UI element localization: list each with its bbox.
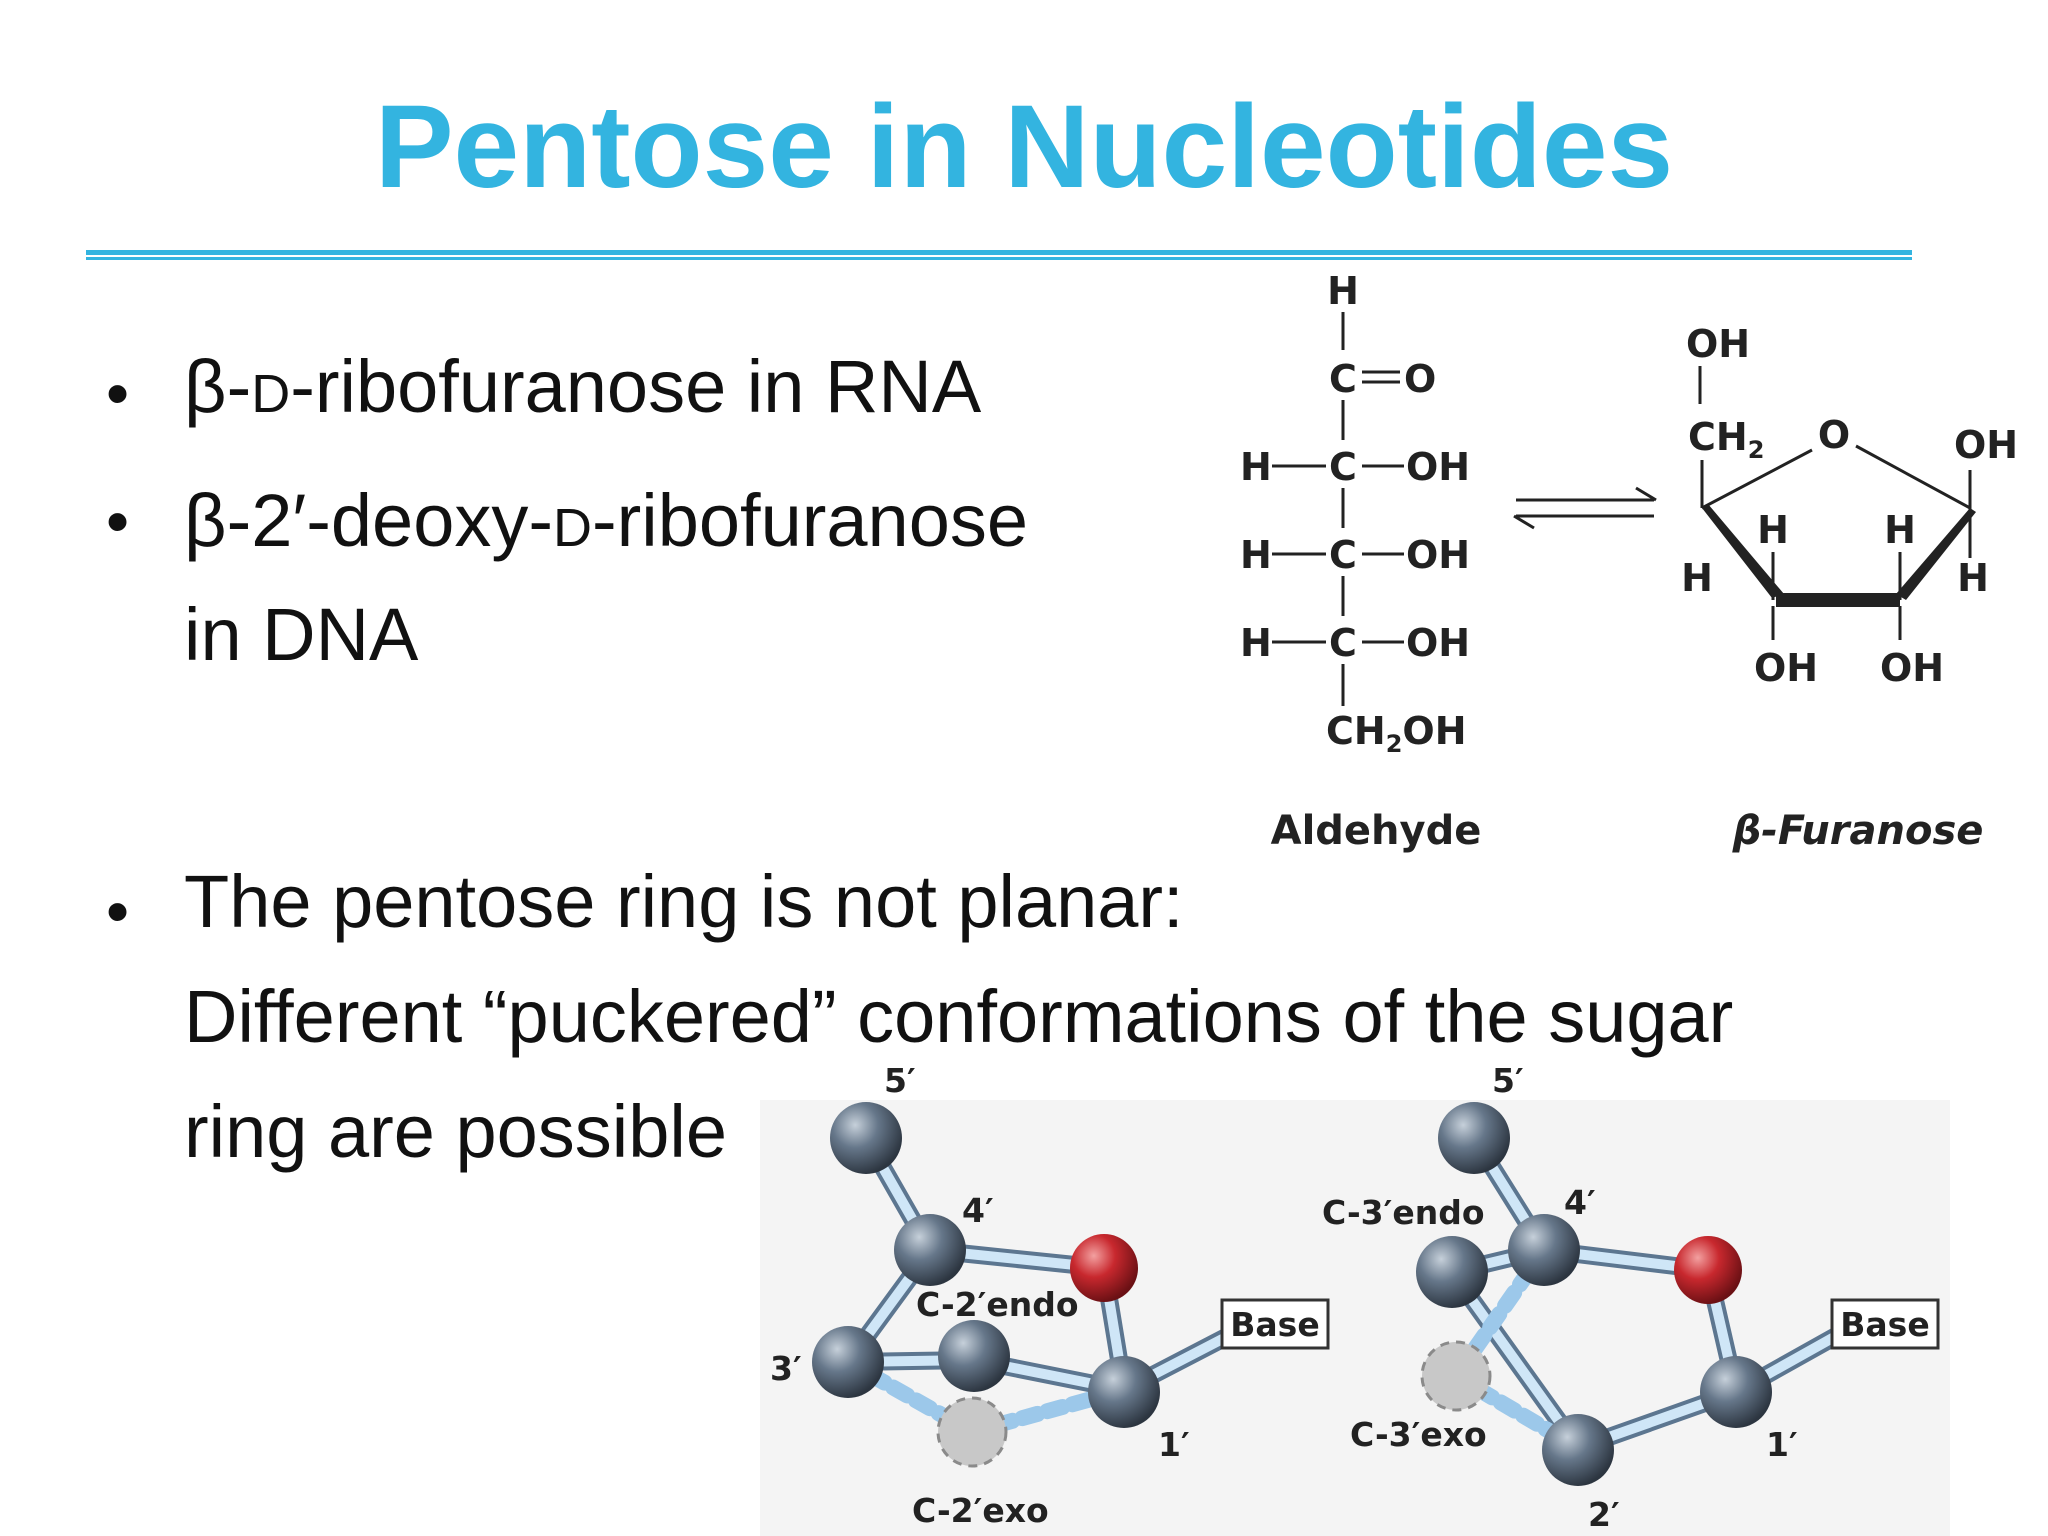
atom-c3 — [812, 1326, 884, 1398]
ch-part: CH — [1326, 709, 1386, 753]
aldehyde-structure: H C O H C OH H C OH H C OH CH2OH Aldehyd… — [1240, 269, 1481, 854]
oh-part: OH — [1402, 709, 1466, 753]
atom-c5 — [1438, 1102, 1510, 1174]
aldehyde-caption: Aldehyde — [1271, 808, 1482, 854]
bullet-rna: β-D-ribofuranose in RNA — [184, 350, 981, 424]
atom-c3-endo — [1416, 1236, 1488, 1308]
atom-ch2oh: CH2OH — [1326, 709, 1467, 758]
atom-o: O — [1818, 413, 1850, 457]
bullet-pucker-line1: The pentose ring is not planar: — [184, 860, 1184, 943]
atom-oh: OH — [1406, 445, 1470, 489]
label-1prime: 1′ — [1158, 1425, 1190, 1464]
furanose-caption: β-Furanose — [1732, 808, 1984, 854]
label-4prime: 4′ — [962, 1191, 994, 1230]
atom-c5 — [830, 1102, 902, 1174]
bullet-pucker-line3: ring are possible — [184, 1090, 727, 1173]
atom-o4 — [1674, 1236, 1742, 1304]
label-1prime: 1′ — [1766, 1425, 1798, 1464]
bullet-marker: • — [106, 356, 130, 430]
atom-h: H — [1240, 445, 1272, 489]
atom-c: C — [1329, 533, 1357, 577]
atom-c: C — [1329, 621, 1357, 665]
atom-c2 — [1542, 1414, 1614, 1486]
ring-bond — [1701, 448, 1813, 510]
reverse-arrow-head — [1513, 514, 1535, 530]
forward-arrow-head — [1635, 486, 1657, 502]
atom-oh: OH — [1406, 533, 1470, 577]
subscript-2: 2 — [1748, 436, 1765, 464]
atom-c3-exo-ghost — [1420, 1340, 1492, 1412]
bullet-dna: β-2′-deoxy-D-ribofuranose — [184, 484, 1028, 558]
atom-h: H — [1681, 556, 1713, 600]
bullet-rna-prefix: β- — [184, 345, 252, 428]
label-c2-exo: C-2′exo — [912, 1491, 1049, 1530]
atom-o4 — [1070, 1234, 1138, 1302]
atom-h: H — [1957, 556, 1989, 600]
atom-oh: OH — [1406, 621, 1470, 665]
bullet-dna-suffix: -ribofuranose — [592, 479, 1029, 562]
label-3prime: 3′ — [770, 1349, 802, 1388]
atom-oh: OH — [1880, 646, 1944, 690]
bullet-dna-smallcaps: D — [553, 498, 592, 558]
furanose-structure: OH CH2 O H OH H H H OH OH β-Furanose — [1681, 322, 2018, 854]
ring-bond — [1855, 444, 1971, 510]
atom-c2-endo — [938, 1320, 1010, 1392]
model-c2-endo: 5′ 4′ 3′ 1′ C-2′endo C-2′exo Base — [760, 1061, 1350, 1536]
atom-c: C — [1329, 445, 1357, 489]
atom-h: H — [1757, 508, 1789, 552]
atom-oh: OH — [1954, 423, 2018, 467]
atom-h: H — [1884, 508, 1916, 552]
base-box — [1220, 1298, 1330, 1350]
atom-c4 — [1508, 1214, 1580, 1286]
atom-o: O — [1404, 357, 1436, 401]
ring-wedge-left — [1702, 504, 1784, 598]
label-c3-endo: C-3′endo — [1322, 1193, 1485, 1232]
atom-c1 — [1700, 1356, 1772, 1428]
ring-wedge-right — [1896, 508, 1976, 600]
atom-h: H — [1327, 269, 1359, 313]
atom-ch2: CH2 — [1688, 415, 1764, 464]
atom-c4 — [894, 1214, 966, 1286]
slide-title: Pentose in Nucleotides — [374, 81, 1674, 213]
label-4prime: 4′ — [1564, 1183, 1596, 1222]
model-c3-endo: 5′ 4′ 2′ 1′ C-3′endo C-3′exo Base — [1322, 1061, 1950, 1536]
label-base: Base — [1840, 1305, 1929, 1344]
atom-h: H — [1240, 621, 1272, 665]
atom-oh: OH — [1686, 322, 1750, 366]
atom-c2-exo-ghost — [936, 1396, 1008, 1468]
label-5prime: 5′ — [884, 1061, 916, 1100]
bullet-rna-smallcaps: D — [251, 364, 291, 424]
label-2prime: 2′ — [1588, 1495, 1620, 1534]
atom-oh: OH — [1754, 646, 1818, 690]
bullet-pucker-line2: Different “puckered” conformations of th… — [184, 975, 1734, 1058]
label-c3-exo: C-3′exo — [1350, 1415, 1487, 1454]
label-5prime: 5′ — [1492, 1061, 1524, 1100]
bullet-dna-line2: in DNA — [184, 593, 419, 676]
bullet-marker: • — [106, 874, 130, 948]
bullet-rna-suffix: -ribofuranose in RNA — [290, 345, 982, 428]
base-box — [1830, 1298, 1940, 1350]
bullet-dna-prefix: β-2′-deoxy- — [184, 479, 553, 562]
subscript-2: 2 — [1386, 730, 1403, 758]
label-base: Base — [1230, 1305, 1319, 1344]
ch-part: CH — [1688, 415, 1748, 459]
equilibrium-arrows — [1513, 486, 1657, 530]
atom-c1 — [1088, 1356, 1160, 1428]
label-c2-endo: C-2′endo — [916, 1285, 1079, 1324]
bullet-marker: • — [106, 484, 130, 558]
atom-c: C — [1329, 357, 1357, 401]
title-divider — [86, 250, 1912, 260]
atom-h: H — [1240, 533, 1272, 577]
